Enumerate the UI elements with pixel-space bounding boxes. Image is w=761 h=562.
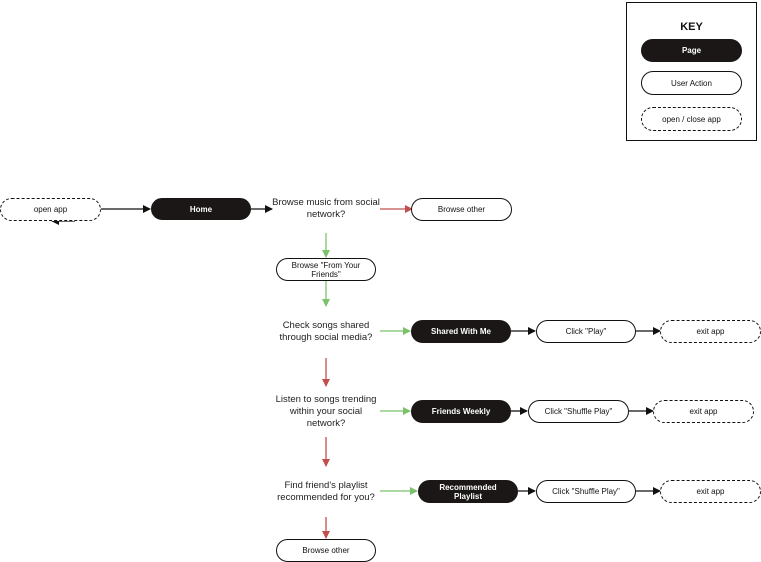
question-friend-playlist: Find friend's playlist recommended for y… — [277, 480, 375, 503]
node-shared-with-me: Shared With Me — [411, 320, 511, 343]
node-exit-app-1: exit app — [660, 320, 761, 343]
node-click-shuffle-2: Click "Shuffle Play" — [536, 480, 636, 503]
node-home: Home — [151, 198, 251, 220]
node-browse-other-bottom: Browse other — [276, 539, 376, 562]
node-browse-other-top: Browse other — [411, 198, 512, 221]
node-open-app: open app — [0, 198, 101, 221]
node-exit-app-2: exit app — [653, 400, 754, 423]
node-browse-from-friends: Browse "From Your Friends" — [276, 258, 376, 281]
legend-open-close: open / close app — [641, 107, 742, 131]
node-exit-app-3: exit app — [660, 480, 761, 503]
node-click-shuffle-1: Click "Shuffle Play" — [528, 400, 629, 423]
node-recommended-playlist: Recommended Playlist — [418, 480, 518, 503]
question-browse-social: Browse music from social network? — [272, 197, 380, 220]
legend-user-action: User Action — [641, 71, 742, 95]
legend-title: KEY — [680, 21, 703, 33]
node-click-play: Click "Play" — [536, 320, 636, 343]
question-trending: Listen to songs trending within your soc… — [275, 394, 377, 429]
legend-page: Page — [641, 39, 742, 62]
question-check-shared: Check songs shared through social media? — [279, 320, 373, 343]
legend-key: KEY Page User Action open / close app — [626, 2, 757, 141]
node-friends-weekly: Friends Weekly — [411, 400, 511, 423]
